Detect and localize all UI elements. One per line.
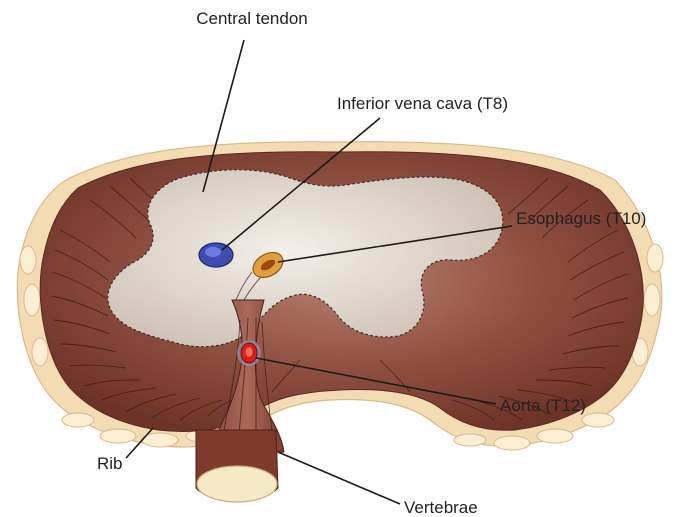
vertebrae-leader [278, 452, 400, 504]
ivc-label: Inferior vena cava (T8) [337, 94, 508, 113]
aorta-lumen [246, 347, 253, 357]
rib-label: Rib [97, 454, 123, 473]
esophagus-label: Esophagus (T10) [516, 209, 646, 228]
ivc-lumen [205, 247, 221, 257]
aorta-label: Aorta (T12) [500, 396, 586, 415]
vertebra-body [197, 466, 277, 502]
vertebrae-label: Vertebrae [404, 498, 478, 517]
central-tendon-label: Central tendon [196, 9, 308, 28]
